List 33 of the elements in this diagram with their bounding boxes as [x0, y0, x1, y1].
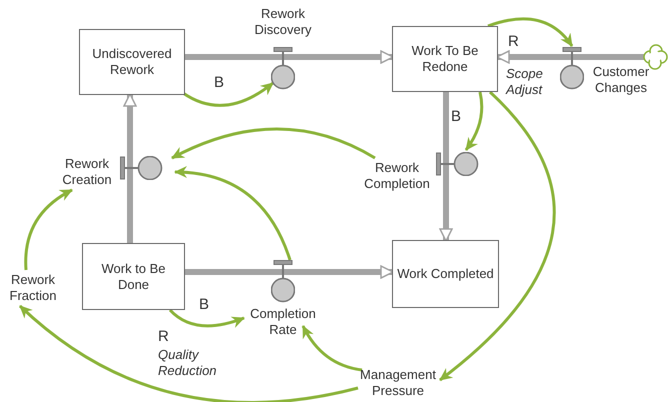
stock-box: Undiscovered Rework — [79, 29, 185, 95]
flow-label: Customer Changes — [592, 64, 650, 96]
causal-link-arrow — [302, 325, 362, 372]
loop-name: Quality Reduction — [158, 347, 218, 379]
flow-label: Rework Discovery — [253, 6, 313, 38]
causal-link-arrow — [182, 82, 274, 107]
causal-link-arrow — [488, 17, 574, 47]
loop-polarity: B — [451, 108, 462, 126]
variable-label: Management Pressure — [356, 366, 440, 400]
variable-label: Rework Fraction — [2, 270, 64, 306]
causal-link-arrow — [464, 92, 484, 151]
loop-name: Scope Adjust — [506, 66, 544, 98]
stock-box: Work To Be Redone — [392, 26, 498, 92]
flow-label: Rework Creation — [61, 156, 113, 188]
loop-polarity: B — [199, 296, 210, 314]
flow-pipe — [123, 93, 137, 243]
causal-link-arrow — [19, 304, 358, 402]
stock-box: Work Completed — [392, 240, 499, 308]
flow-label: Completion Rate — [249, 306, 317, 338]
loop-polarity: R — [508, 33, 519, 51]
causal-link-arrow — [168, 308, 245, 328]
stock-box: Work to Be Done — [82, 243, 185, 310]
flow-pipe — [439, 92, 453, 242]
causal-link-arrow — [171, 128, 376, 160]
loop-polarity: B — [214, 74, 224, 92]
causal-link-arrow — [439, 90, 556, 382]
flow-pipe — [496, 50, 644, 64]
causal-link-arrow — [24, 188, 73, 270]
flow-label: Rework Completion — [363, 160, 431, 192]
causal-link-arrow — [174, 166, 292, 260]
flow-pipe — [185, 265, 394, 279]
loop-polarity: R — [158, 328, 169, 346]
flow-pipe — [185, 50, 394, 64]
